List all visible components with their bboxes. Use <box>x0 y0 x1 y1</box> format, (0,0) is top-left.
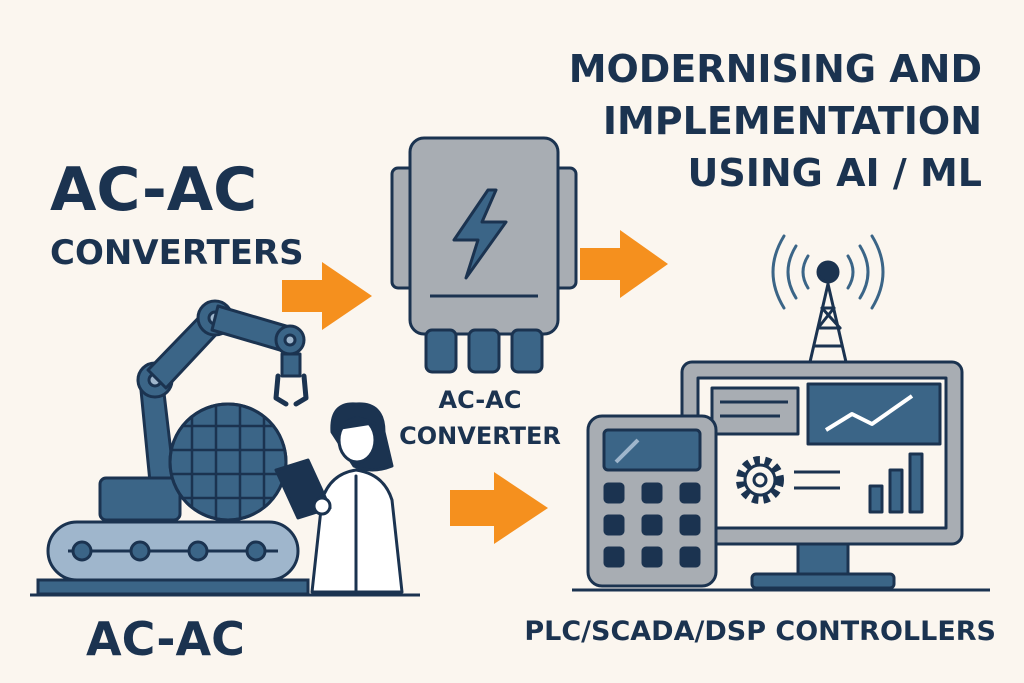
lightning-bolt-icon <box>452 188 508 280</box>
gear-icon <box>736 456 784 504</box>
calculator-icon <box>586 414 718 588</box>
globe-grid-icon <box>168 402 288 522</box>
converter-box-icon <box>390 136 578 374</box>
title-line-2: IMPLEMENTATION <box>603 99 982 143</box>
controllers-label: PLC/SCADA/DSP CONTROLLERS <box>524 616 996 647</box>
robot-arm-icon <box>98 299 309 522</box>
left-heading-line-1: AC-AC <box>50 155 257 225</box>
antenna-tower-icon <box>771 234 885 364</box>
arrow-right-icon <box>580 230 668 298</box>
engineer-with-tablet-icon <box>274 402 404 594</box>
title-line-3: USING AI / ML <box>688 151 983 195</box>
monitor-dashboard-icon <box>680 360 964 590</box>
line-chart-icon <box>824 394 914 432</box>
arrow-right-icon <box>450 472 548 544</box>
bar-chart-icon <box>868 452 924 514</box>
conveyor-icon <box>36 520 310 596</box>
arrow-right-icon <box>282 262 372 330</box>
converter-label-line-2: CONVERTER <box>399 422 561 450</box>
bottom-left-label: AC-AC <box>86 612 245 666</box>
converter-label-line-1: AC-AC <box>439 386 522 414</box>
title-line-1: MODERNISING AND <box>569 47 982 91</box>
left-heading-line-2: CONVERTERS <box>50 233 304 273</box>
